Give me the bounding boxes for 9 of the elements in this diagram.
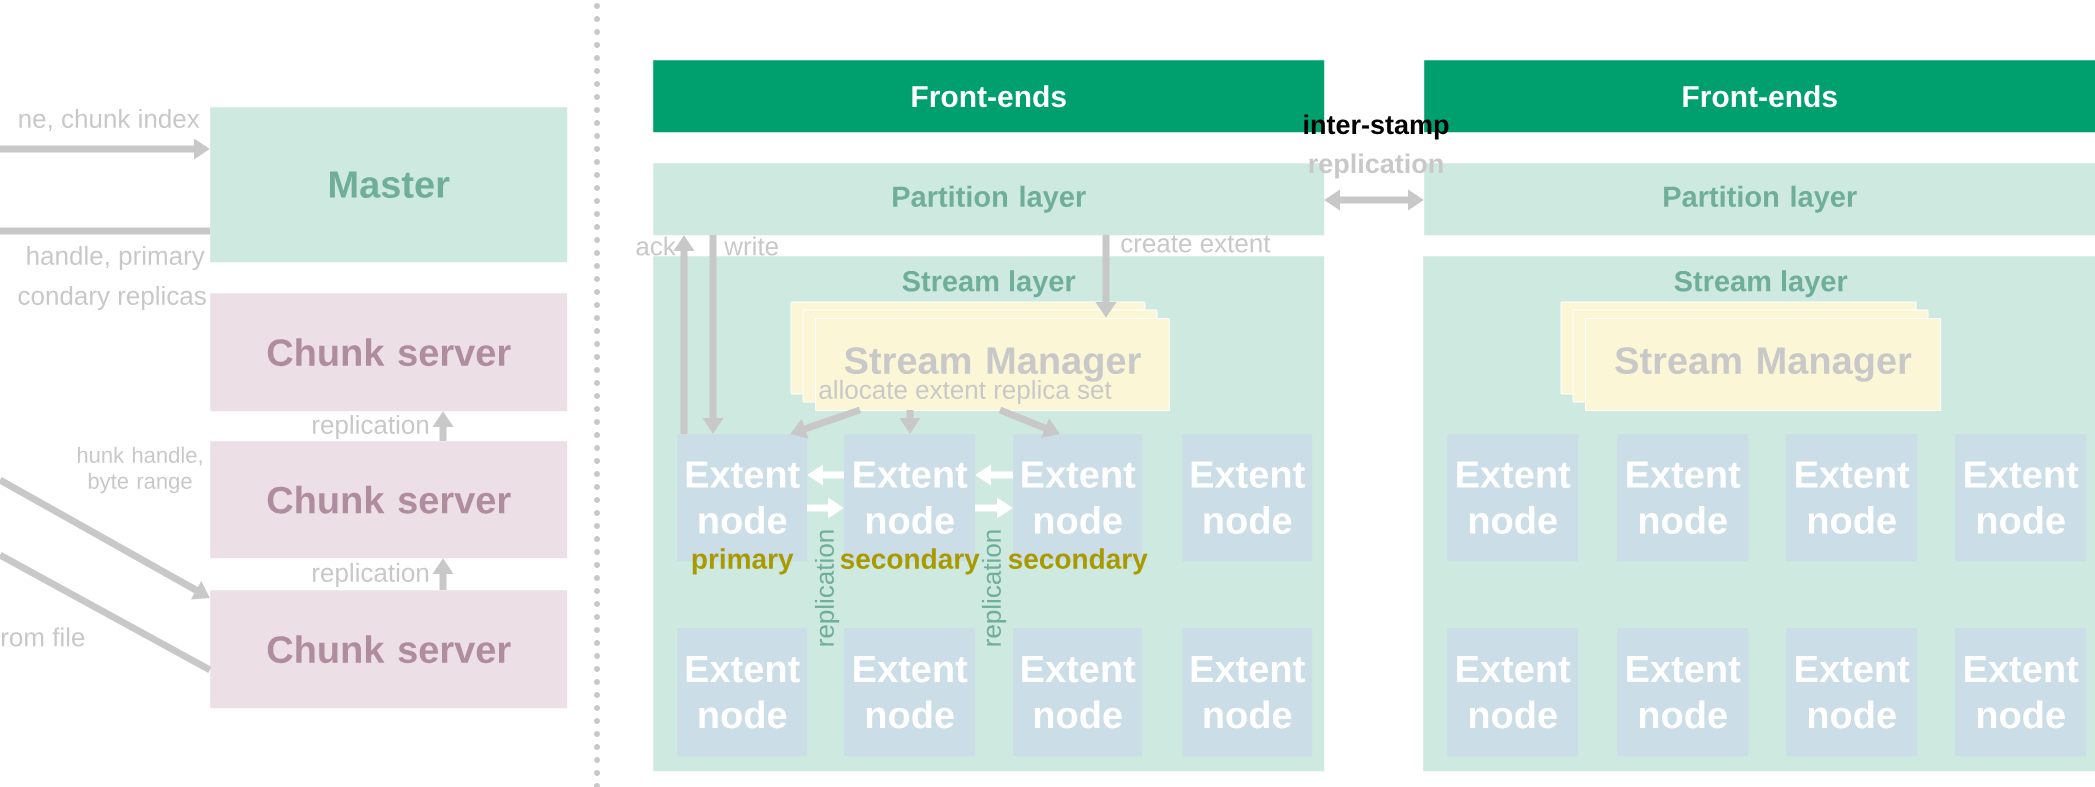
rotated-label: replication [814, 530, 840, 646]
server-box: Chunk server [210, 293, 568, 412]
layer-band: Partition layer [1424, 163, 2095, 236]
server-box: Chunk server [210, 441, 568, 559]
layer-band: Partition layer [653, 163, 1325, 236]
master-box: Master [210, 107, 568, 263]
rotated-label: replication [981, 530, 1007, 646]
server-box: Chunk server [210, 590, 568, 709]
bold-label: inter-stamp [1304, 114, 1449, 140]
